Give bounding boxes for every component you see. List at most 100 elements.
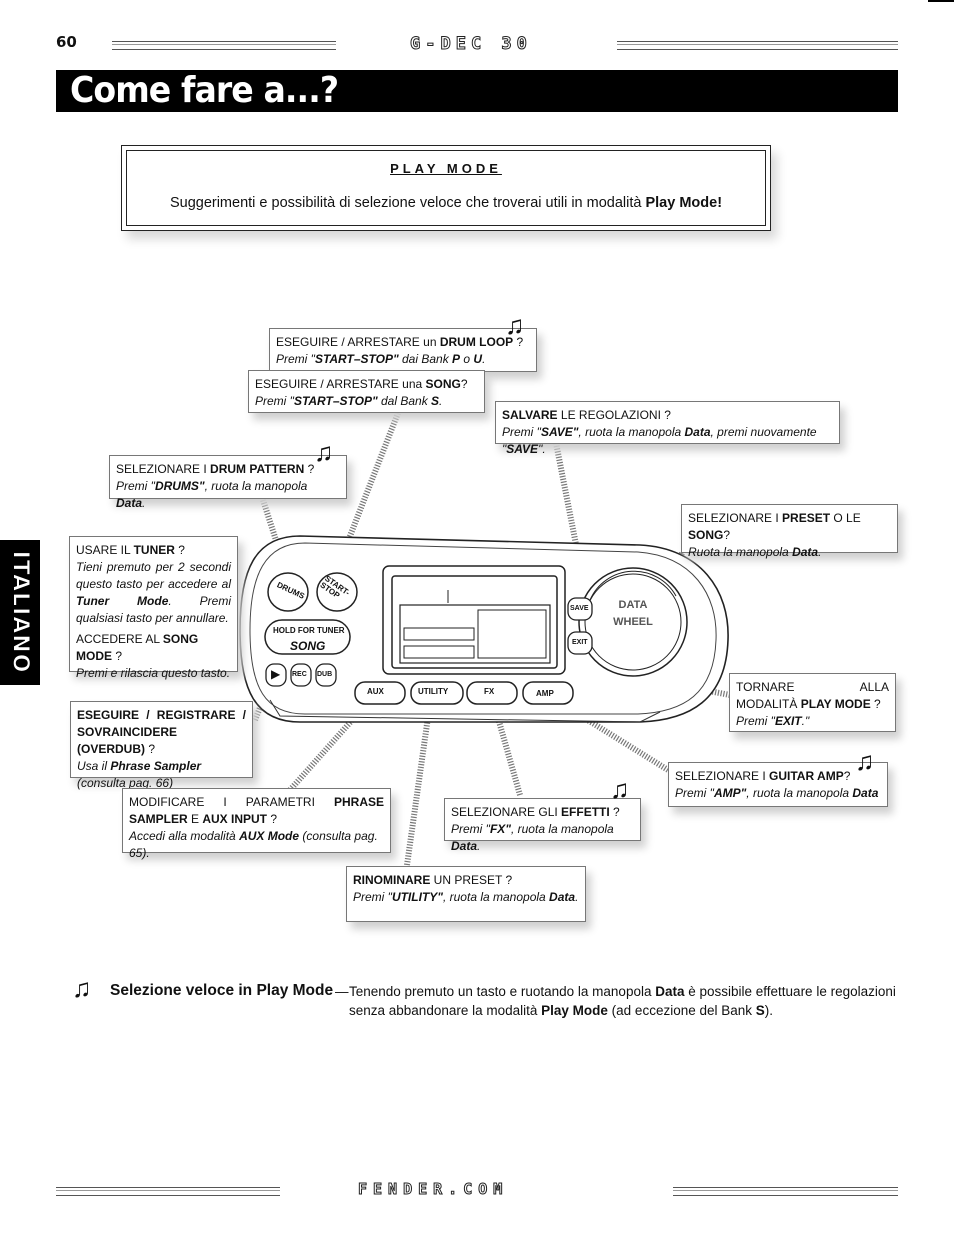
text-bold: Tuner Mode — [76, 594, 169, 608]
text: ). — [764, 1003, 774, 1018]
page-title: Come fare a...? — [70, 70, 339, 111]
play-mode-inner-frame: PLAY MODE Suggerimenti e possibilità di … — [126, 150, 766, 226]
callout-instruction: Premi e rilascia questo tasto. — [76, 666, 231, 680]
callout-overdub: ESEGUIRE / REGISTRARE / SOVRAINCIDERE (O… — [70, 701, 253, 790]
header-brand: G-DEC 30 — [410, 34, 532, 55]
lcd-screen — [399, 604, 551, 664]
callout-instruction: Premi "UTILITY", ruota la manopola Data. — [353, 889, 579, 906]
text-bold: GUITAR AMP — [769, 769, 844, 783]
hold-for-tuner-label: HOLD FOR TUNER — [273, 626, 345, 635]
text: UN PRESET ? — [430, 873, 513, 887]
drums-button — [267, 572, 309, 612]
music-note-icon: ♫ — [314, 437, 334, 467]
callout-instruction: Premi "SAVE", ruota la manopola Data, pr… — [502, 424, 833, 458]
text-bold: ESEGUIRE / REGISTRARE / SOVRAINCIDERE (O… — [77, 708, 246, 756]
callout-instruction: Usa il Phrase Sampler — [77, 758, 246, 775]
footer-rule-right — [673, 1187, 898, 1196]
text-bold: AMP" — [713, 786, 747, 800]
text: ? — [513, 335, 524, 349]
text-bold: Data — [684, 425, 711, 439]
text-bold: FX" — [489, 822, 511, 836]
text-bold: DRUMS" — [154, 479, 205, 493]
play-button — [265, 663, 287, 687]
callout-line: ESEGUIRE / REGISTRARE / SOVRAINCIDERE (O… — [77, 707, 246, 758]
text: Premi " — [736, 714, 775, 728]
callout-instruction: Accedi alla modalità AUX Mode (consulta … — [129, 828, 384, 862]
amp-label: AMP — [536, 689, 554, 698]
music-note-icon: ♫ — [855, 746, 875, 776]
callout-instruction: Premi "START–STOP" dai Bank P o U. — [276, 351, 530, 368]
text: Premi " — [276, 352, 315, 366]
callout-instruction: Ruota la manopola Data. — [688, 544, 891, 561]
data-label: DATA — [618, 599, 648, 611]
text: . — [439, 394, 443, 408]
text: ". — [538, 442, 546, 456]
text-bold: TUNER — [133, 543, 175, 557]
text-bold: SONG MODE — [76, 632, 199, 663]
text: Premi " — [353, 890, 392, 904]
callout-instruction: Tieni premuto per 2 secondi questo tasto… — [76, 559, 231, 627]
callout-preset: SELEZIONARE I PRESET O LE SONG? Ruota la… — [681, 504, 898, 559]
text: , ruota la manopola — [578, 425, 685, 439]
callout-line: ESEGUIRE / ARRESTARE un DRUM LOOP ? — [276, 334, 530, 351]
text: USARE IL — [76, 543, 134, 557]
play-label: ▶ — [271, 667, 281, 681]
music-note-icon: ♫ — [505, 310, 525, 340]
text: , premi nuovamente " — [502, 425, 817, 456]
wheel-label: WHEEL — [613, 616, 653, 628]
music-note-icon: ♫ — [72, 973, 92, 1003]
callout-instruction: Premi "FX", ruota la manopola Data. — [451, 821, 634, 855]
text: dai Bank — [398, 352, 453, 366]
text-bold: AUX INPUT — [202, 812, 268, 826]
text-bold: SAVE" — [540, 425, 579, 439]
text: ." — [801, 714, 810, 728]
text: , ruota la manopola — [746, 786, 853, 800]
text-bold: S — [431, 394, 440, 408]
text: ? — [145, 742, 156, 756]
save-button — [567, 597, 593, 621]
text-bold: Data — [792, 545, 819, 559]
callout-line: MODIFICARE I PARAMETRI PHRASE SAMPLER E … — [129, 794, 384, 828]
text: Premi " — [116, 479, 155, 493]
text-bold: Play Mode — [541, 1003, 608, 1018]
fx-label: FX — [484, 687, 495, 696]
text: Tenendo premuto un tasto e ruotando la m… — [349, 984, 656, 999]
text-bold: EXIT — [774, 714, 802, 728]
text: ? — [843, 769, 851, 783]
quick-select-heading: Selezione veloce in Play Mode — [110, 982, 334, 999]
text: . — [818, 545, 822, 559]
text-bold: RINOMINARE — [353, 873, 431, 887]
text-bold: Data — [852, 786, 879, 800]
play-mode-body-bold: Play Mode! — [645, 195, 723, 211]
text: . — [575, 890, 579, 904]
utility-button — [410, 681, 464, 705]
callout-instruction: Premi "DRUMS", ruota la manopola Data. — [116, 478, 340, 512]
text-bold: PHRASE SAMPLER — [129, 795, 384, 826]
callout-line: ESEGUIRE / ARRESTARE una SONG? — [255, 376, 478, 393]
fx-button — [466, 681, 518, 705]
text-bold: S — [755, 1003, 765, 1018]
text: ? — [460, 377, 468, 391]
text: ? — [174, 543, 185, 557]
rec-label: REC — [292, 671, 307, 678]
callout-rename: RINOMINARE UN PRESET ? Premi "UTILITY", … — [346, 866, 586, 922]
text: (consulta pag. 65). — [129, 829, 378, 860]
callout-guitar-amp: SELEZIONARE I GUITAR AMP? Premi "AMP", r… — [668, 762, 888, 807]
text-bold: SAVE — [506, 442, 539, 456]
callout-instruction: Premi "START–STOP" dal Bank S. — [255, 393, 478, 410]
text: ? — [870, 697, 881, 711]
callout-drum-pattern: SELEZIONARE I DRUM PATTERN ? Premi "DRUM… — [109, 455, 347, 510]
callout-instruction: Premi "EXIT." — [736, 713, 889, 730]
corner-mark — [928, 0, 954, 2]
quick-select-dash: — — [335, 984, 349, 999]
callout-line: SELEZIONARE I GUITAR AMP? — [675, 768, 881, 785]
callout-drum-loop: ESEGUIRE / ARRESTARE un DRUM LOOP ? Prem… — [269, 328, 537, 372]
text-bold: SONG — [425, 377, 461, 391]
text: ? — [304, 462, 315, 476]
text: ACCEDERE AL — [76, 632, 163, 646]
play-mode-title: PLAY MODE — [390, 161, 502, 176]
text: , ruota la manopola — [510, 822, 614, 836]
text-bold: START–STOP" — [314, 352, 399, 366]
text: Tieni premuto per 2 secondi questo tasto… — [76, 560, 231, 591]
